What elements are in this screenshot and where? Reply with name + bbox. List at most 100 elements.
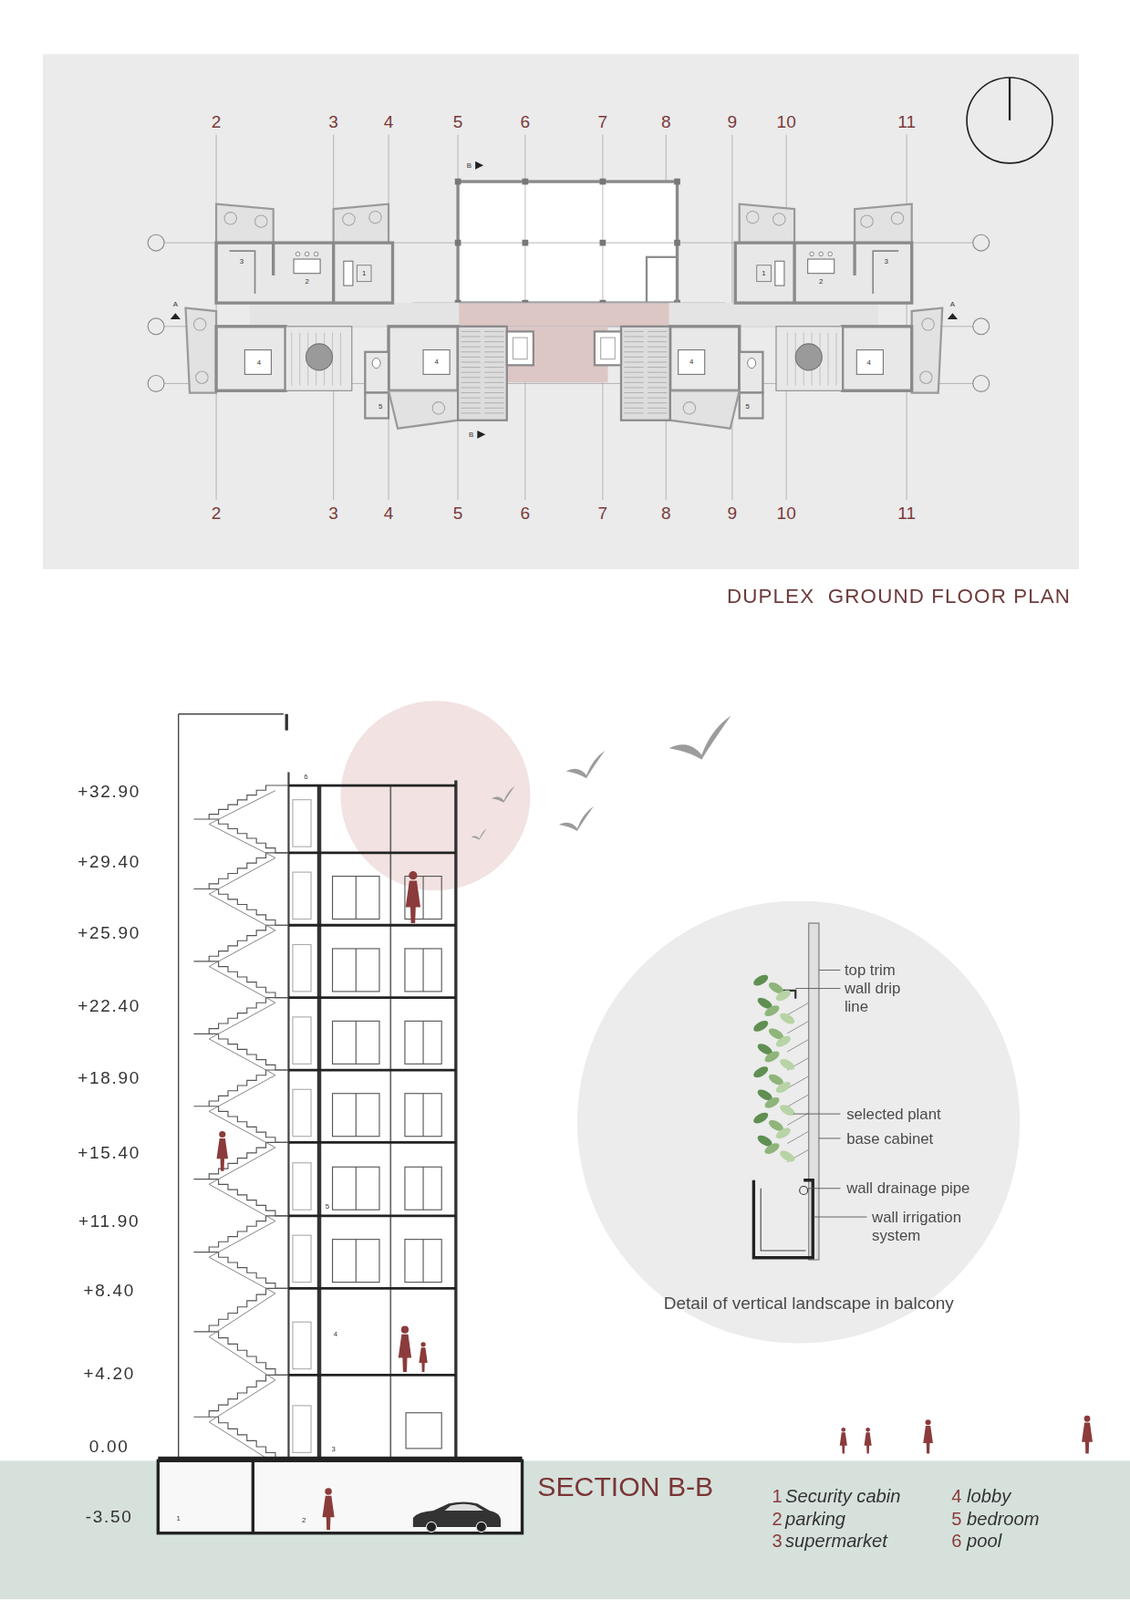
- tv-unit: [356, 265, 372, 282]
- detail-note: selected plant: [846, 1104, 1000, 1123]
- column: [600, 178, 607, 186]
- courtyard: [285, 326, 353, 391]
- stair-step: [647, 341, 667, 343]
- bird: [471, 828, 488, 840]
- courtyard-hatch: [828, 332, 830, 386]
- floor-slab: [288, 995, 456, 999]
- stair-step: [484, 382, 504, 384]
- car-window: [445, 1503, 484, 1511]
- legend-number: 6: [951, 1532, 962, 1551]
- section-marker: B: [466, 161, 472, 169]
- section-callout: 3: [331, 1444, 335, 1452]
- stair-flight: [208, 852, 289, 890]
- section-arrow: [476, 430, 486, 439]
- bed: [678, 350, 705, 375]
- grid-bubble: [147, 375, 165, 393]
- leader-line: [795, 987, 840, 989]
- figure-body: [321, 1495, 334, 1531]
- section-callout: 1: [176, 1513, 181, 1522]
- stair-step: [484, 407, 504, 409]
- human-figure: [217, 1130, 229, 1172]
- section-marker: A: [950, 300, 955, 308]
- bathroom: [739, 352, 764, 394]
- door: [332, 1093, 380, 1137]
- stair-step: [460, 386, 480, 388]
- planter-tree: [746, 210, 759, 223]
- plan-panel: [42, 53, 1079, 570]
- column: [455, 178, 462, 186]
- section-arrow: [947, 312, 958, 320]
- human-figure: [418, 1341, 427, 1372]
- elevator-opening: [292, 1321, 312, 1369]
- partition-wall: [852, 242, 856, 276]
- legend-entry: Security cabin: [785, 1486, 901, 1505]
- courtyard: [776, 326, 843, 391]
- leader-line: [813, 1216, 867, 1218]
- sofa: [775, 260, 785, 286]
- stair-step: [484, 361, 504, 363]
- legend-number: 4: [951, 1486, 962, 1505]
- bedroom: [842, 326, 913, 391]
- human-figure: [922, 1419, 934, 1453]
- grid-number: 7: [598, 114, 609, 132]
- planter-tree: [196, 371, 208, 384]
- door-leaf: [355, 1239, 357, 1283]
- balcony: [388, 390, 458, 428]
- elevation-level: +32.90: [77, 782, 141, 800]
- floor-slab: [288, 1214, 456, 1218]
- plant-leaf: [774, 1033, 793, 1049]
- stair-tower-wall: [177, 714, 179, 1459]
- section-arrow: [475, 161, 484, 170]
- grid-number: 9: [727, 114, 738, 132]
- stair-step: [460, 361, 480, 363]
- door-leaf: [423, 1239, 425, 1283]
- trellis: [787, 1094, 809, 1107]
- planter-tree: [193, 318, 206, 331]
- grid-number: 10: [777, 504, 797, 522]
- elevator-opening: [292, 1405, 312, 1452]
- stair-step: [623, 392, 643, 394]
- elevator-opening: [292, 1016, 312, 1064]
- door: [404, 1166, 442, 1210]
- planter-tree: [432, 402, 445, 415]
- grid-line: [457, 242, 677, 244]
- figure-body: [398, 1334, 412, 1372]
- figure-head: [925, 1419, 932, 1425]
- stair-step: [647, 372, 667, 374]
- elevation-level: +8.40: [82, 1281, 135, 1299]
- car-wheel: [476, 1521, 487, 1532]
- column: [673, 178, 681, 186]
- left-unit: [186, 204, 534, 429]
- elevation-level: +22.40: [77, 996, 141, 1015]
- human-figure: [1081, 1415, 1093, 1454]
- stair-step: [484, 351, 504, 353]
- stair-step: [460, 412, 480, 414]
- floor-slab: [288, 1286, 456, 1290]
- trellis: [787, 1002, 809, 1015]
- plant-leaf: [751, 1109, 770, 1126]
- stair-step: [460, 351, 480, 353]
- structural-column: [389, 785, 392, 1459]
- room-number: 3: [884, 257, 889, 265]
- planter-box: [753, 1180, 813, 1258]
- planter-tree: [920, 371, 933, 384]
- kitchen-counter: [229, 250, 256, 294]
- grid-number: 11: [897, 114, 916, 132]
- floor-slab: [288, 850, 456, 854]
- stair-step: [460, 382, 480, 384]
- stair-step: [623, 341, 643, 343]
- stair-step: [460, 331, 480, 332]
- planter-tree: [342, 213, 355, 226]
- bird: [559, 806, 594, 831]
- elevation-level: +4.20: [82, 1365, 135, 1383]
- elevation-level: 0.00: [89, 1437, 130, 1455]
- grid-number: 10: [777, 114, 797, 132]
- grid-bubble: [973, 375, 990, 393]
- stair-step: [623, 331, 643, 332]
- figure-head: [324, 1487, 332, 1495]
- stair-step: [484, 356, 504, 358]
- toilet: [747, 357, 757, 368]
- room-number: 5: [745, 402, 749, 410]
- grid-bubble: [973, 234, 990, 251]
- figure-body: [1081, 1421, 1093, 1453]
